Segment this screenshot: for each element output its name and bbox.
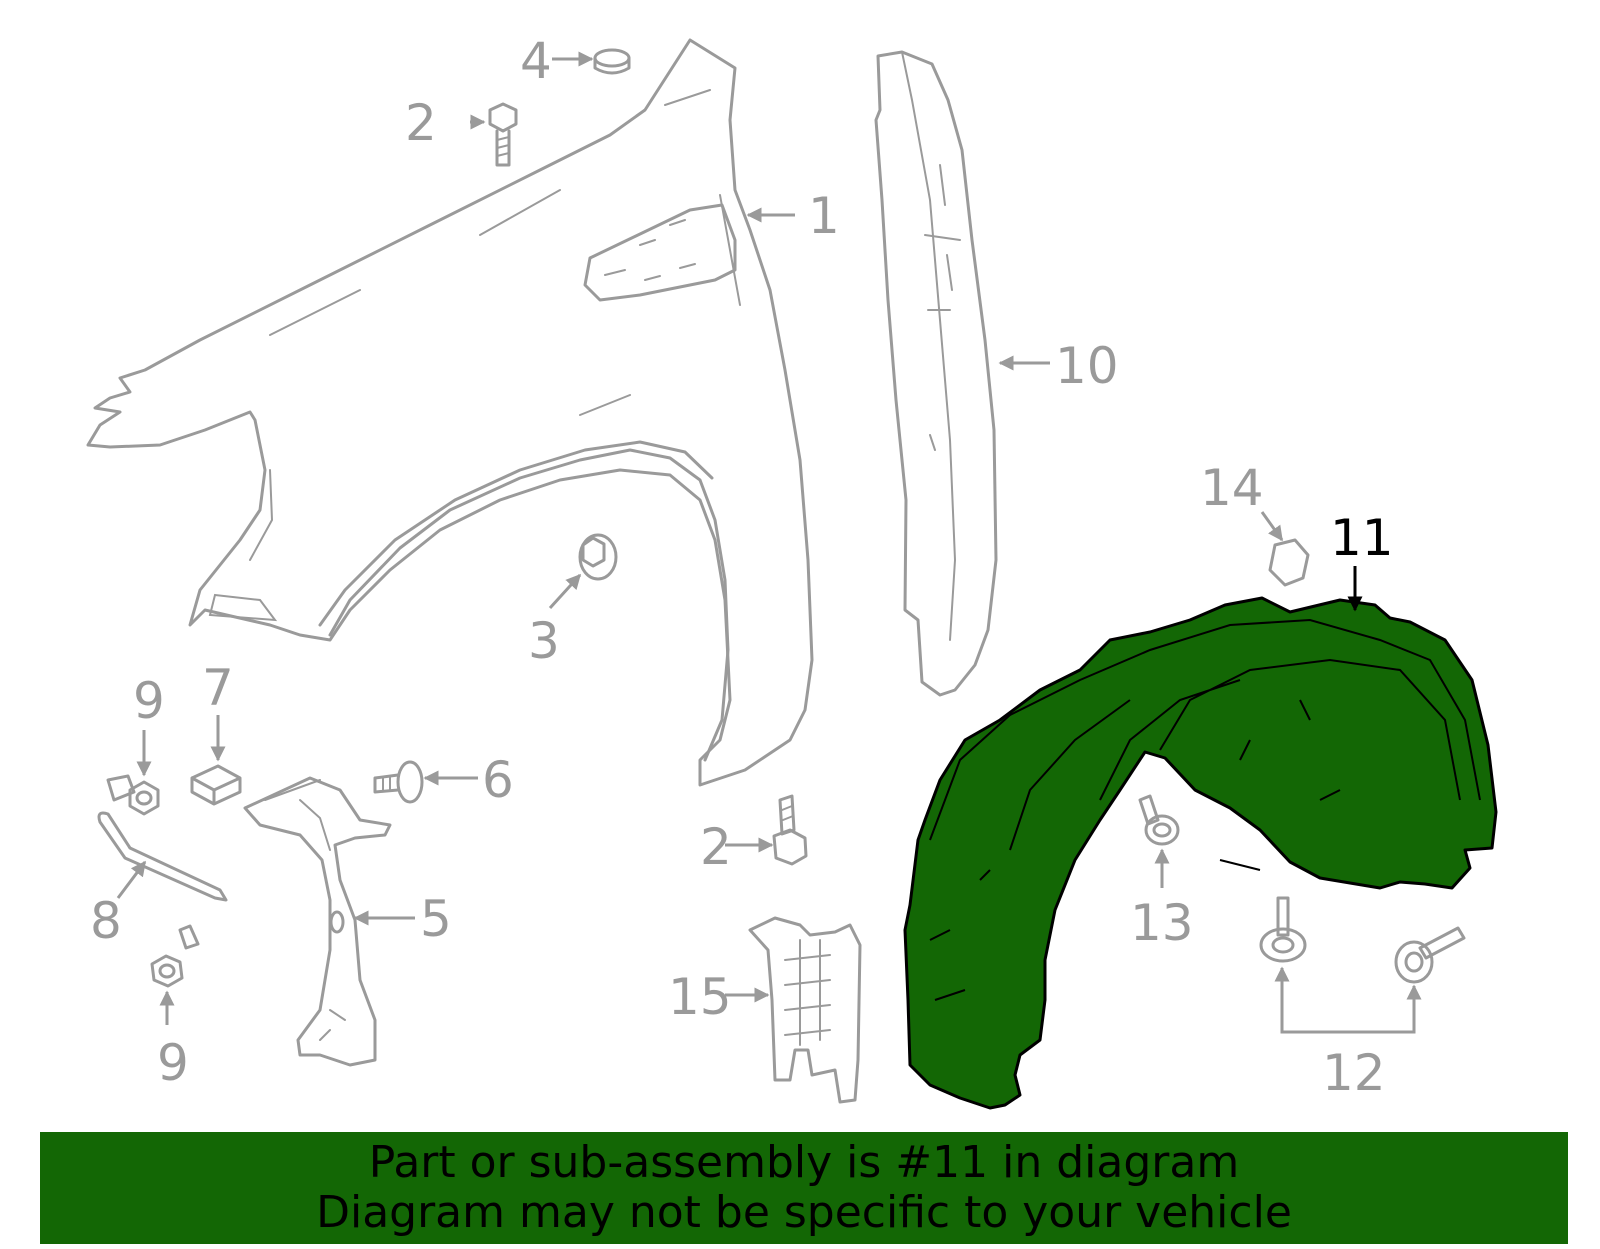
bolt-2-upper-part: [488, 102, 518, 167]
bolt-13-part: [1138, 794, 1180, 846]
callout-12: 12: [1322, 1044, 1386, 1102]
callout-1: 1: [808, 187, 840, 245]
callout-9-lower: 9: [157, 1034, 189, 1092]
callout-10: 10: [1055, 337, 1119, 395]
info-banner: Part or sub-assembly is #11 in diagram D…: [40, 1132, 1568, 1244]
callout-5: 5: [420, 890, 452, 948]
bracket-15-part: [748, 916, 862, 1104]
wheelhouse-liner-part: [903, 596, 1498, 1110]
push-pin-6-part: [373, 760, 424, 804]
callout-15: 15: [668, 968, 732, 1026]
pillar-seal-part: [874, 50, 998, 697]
callout-13: 13: [1130, 894, 1194, 952]
nut-3-part: [578, 533, 618, 581]
callout-9-upper: 9: [133, 672, 165, 730]
banner-line-disclaimer: Diagram may not be specific to your vehi…: [316, 1187, 1292, 1238]
callout-2-lower: 2: [700, 818, 732, 876]
bolt-9-lower-part: [150, 924, 200, 988]
callout-3: 3: [528, 612, 560, 670]
bolt-2-lower-part: [772, 794, 808, 866]
callout-7: 7: [202, 659, 234, 717]
rod-8-part: [97, 811, 228, 902]
callout-2-upper: 2: [405, 94, 437, 152]
bracket-5-part: [243, 776, 392, 1067]
callout-4: 4: [520, 32, 552, 90]
banner-line-part-number: Part or sub-assembly is #11 in diagram: [368, 1137, 1240, 1188]
callout-8: 8: [90, 892, 122, 950]
fender-part: [86, 38, 814, 787]
clip-14-part: [1268, 538, 1310, 587]
plug-4-part: [593, 48, 631, 75]
leader-lines: [116, 51, 1422, 1034]
callout-6: 6: [482, 751, 514, 809]
nut-9-upper-part: [106, 774, 160, 816]
callout-11-highlighted: 11: [1330, 509, 1394, 567]
callout-14: 14: [1200, 459, 1264, 517]
pad-7-part: [190, 764, 242, 806]
fasteners-12-part: [1259, 896, 1466, 984]
